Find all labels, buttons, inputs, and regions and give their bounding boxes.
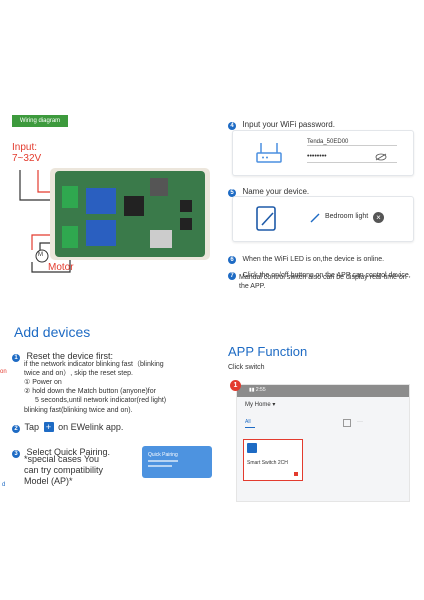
document-edit-icon xyxy=(256,206,276,231)
step1-sub2b: 5 seconds,until network indicator(red li… xyxy=(35,397,167,404)
app-function-heading: APP Function xyxy=(228,344,308,359)
step3-line3: can try compatibility xyxy=(24,465,104,475)
smart-switch-card[interactable]: Smart Switch 2CH xyxy=(243,439,303,481)
step7-text-line3: the APP. xyxy=(239,283,266,290)
tab-all-underline xyxy=(245,427,255,428)
input-voltage: 7~32V xyxy=(12,153,42,164)
callout-badge: 1 xyxy=(230,380,241,391)
clear-icon[interactable]: × xyxy=(373,212,384,223)
grid-view-icon[interactable] xyxy=(343,419,351,427)
step2-text-a: Tap xyxy=(24,422,40,432)
step1-row: 1 Reset the device first: xyxy=(12,346,113,364)
home-selector[interactable]: My Home ▾ xyxy=(245,401,275,408)
edge-fragment-d: d xyxy=(2,482,6,488)
step7-number: 7 xyxy=(228,272,236,280)
step3-row: 3 Select Quick Pairing. xyxy=(12,442,110,460)
status-time: ▮▮ 2:55 xyxy=(249,387,266,393)
step3-number: 3 xyxy=(12,450,20,458)
step6-text: When the WiFi LED is on,the device is on… xyxy=(242,256,385,263)
plus-icon[interactable]: + xyxy=(43,422,54,432)
edge-fragment-on: on xyxy=(0,369,7,375)
quick-pairing-card[interactable]: Quick Pairing xyxy=(142,446,212,478)
step7-text-line1: Click the on/off buttons on the APP can … xyxy=(242,272,411,279)
device-name: Smart Switch 2CH xyxy=(247,460,288,466)
click-switch-label: Click switch xyxy=(228,364,265,371)
tab-all[interactable]: All xyxy=(245,419,251,425)
pencil-icon xyxy=(310,213,320,223)
device-name-input[interactable]: Bedroom light xyxy=(325,213,369,220)
step2-text-b: on EWelink app. xyxy=(58,422,124,432)
quick-pairing-title: Quick Pairing xyxy=(148,452,178,458)
password-underline xyxy=(307,162,397,163)
step4-number: 4 xyxy=(228,122,236,130)
step2-number: 2 xyxy=(12,425,20,433)
chevron-down-icon: ▾ xyxy=(272,402,276,408)
step1-sub1: ① Power on xyxy=(24,379,62,386)
home-label: My Home xyxy=(245,402,271,408)
step1-title: Reset the device first: xyxy=(26,351,113,361)
step6-row: 6 When the WiFi LED is on,the device is … xyxy=(228,248,384,266)
switch-device-icon xyxy=(247,443,257,453)
step7-text-line2: Manual control switch also can be displa… xyxy=(239,274,407,281)
quick-pairing-desc-line xyxy=(148,460,178,462)
step1-line1: if the network indicator blinking fast（b… xyxy=(24,361,164,368)
router-icon xyxy=(256,143,282,163)
relay-board-illustration xyxy=(19,168,210,273)
step7-row: 7 Click the on/off buttons on the APP ca… xyxy=(228,264,424,282)
step5-number: 5 xyxy=(228,189,236,197)
step5-text: Name your device. xyxy=(242,187,310,196)
wifi-ssid-field[interactable]: Tenda_50ED00 xyxy=(307,139,349,145)
phone-screenshot: ▮▮ 2:55 My Home ▾ All ··· Smart Switch 2… xyxy=(236,384,410,502)
add-devices-heading: Add devices xyxy=(14,324,91,340)
power-indicator xyxy=(294,472,298,476)
ssid-underline xyxy=(307,145,397,146)
device-name-card: Bedroom light × xyxy=(232,196,414,242)
status-bar: ▮▮ 2:55 xyxy=(237,385,409,397)
wifi-password-card: Tenda_50ED00 •••••••• xyxy=(232,130,414,176)
step1-number: 1 xyxy=(12,354,20,362)
step1-line2: twice and on）, skip the reset step. xyxy=(24,370,133,377)
motor-label: Motor xyxy=(48,262,74,273)
wifi-password-field[interactable]: •••••••• xyxy=(307,153,327,160)
more-icon[interactable]: ··· xyxy=(357,419,363,425)
motor-symbol: M xyxy=(38,252,43,258)
step1-sub2a: ② hold down the Match button (anyone)for xyxy=(24,388,156,395)
quick-pairing-desc-line xyxy=(148,465,172,467)
hide-password-icon[interactable] xyxy=(375,153,387,161)
wiring-diagram-tag: Wiring diagram xyxy=(12,115,68,127)
step3-line4: Model (AP)* xyxy=(24,476,73,486)
step3-line1: Select Quick Pairing. xyxy=(26,447,110,457)
step1-sub2c: blinking fast(blinking twice and on). xyxy=(24,407,133,414)
step2-row: 2 Tap + on EWelink app. xyxy=(12,422,123,433)
step4-text: Input your WiFi password. xyxy=(242,120,335,129)
input-label: Input: xyxy=(12,142,38,153)
step3-line2: *special cases You xyxy=(24,454,100,464)
step6-number: 6 xyxy=(228,256,236,264)
step5-row: 5 Name your device. xyxy=(228,181,309,199)
step4-row: 4 Input your WiFi password. xyxy=(228,114,335,132)
